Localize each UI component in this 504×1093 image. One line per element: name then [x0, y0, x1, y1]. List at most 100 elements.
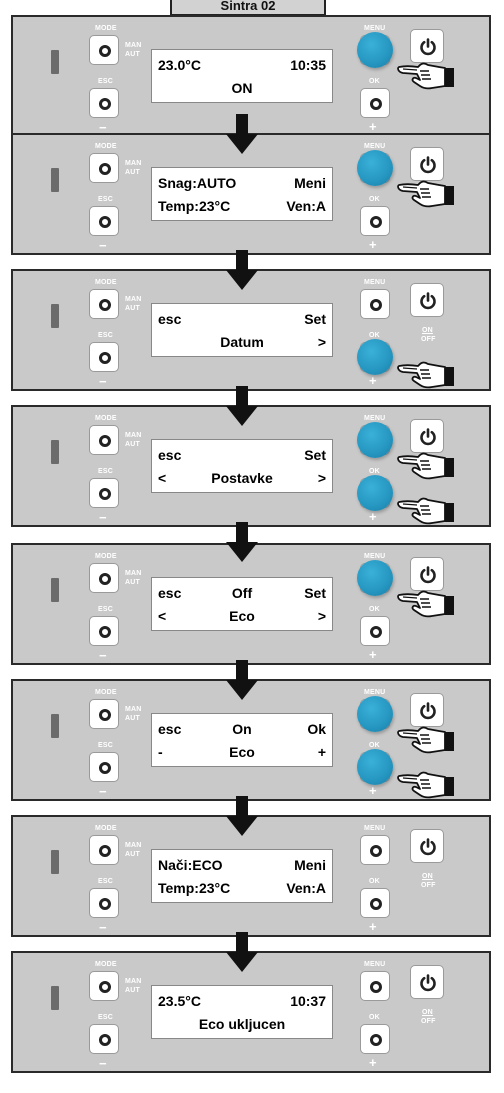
- esc-button[interactable]: [89, 206, 119, 236]
- power-button[interactable]: [410, 693, 444, 727]
- esc-button[interactable]: [89, 342, 119, 372]
- mode-label: MODE: [95, 279, 117, 286]
- mode-label: MODE: [95, 961, 117, 968]
- display-text: Meni: [294, 857, 326, 873]
- mode-label: MODE: [95, 553, 117, 560]
- esc-button[interactable]: [89, 1024, 119, 1054]
- minus-label: −: [99, 374, 107, 389]
- display-text: Ven:A: [286, 880, 326, 896]
- minus-label: −: [99, 648, 107, 663]
- down-arrow-icon: [226, 250, 258, 295]
- pointing-hand-icon: [395, 356, 457, 395]
- display-text: Meni: [294, 175, 326, 191]
- display-text: >: [317, 608, 326, 624]
- down-arrow-icon: [226, 522, 258, 567]
- mode-button[interactable]: [89, 35, 119, 65]
- mode-label: MODE: [95, 689, 117, 696]
- aut-label: AUT: [125, 579, 140, 586]
- pointing-hand-icon: [395, 57, 457, 96]
- power-button[interactable]: [410, 29, 444, 63]
- power-button[interactable]: [410, 965, 444, 999]
- esc-label: ESC: [98, 332, 113, 339]
- esc-button[interactable]: [89, 752, 119, 782]
- esc-button[interactable]: [89, 888, 119, 918]
- ok-button[interactable]: [360, 1024, 390, 1054]
- pointing-hand-icon: [395, 492, 457, 531]
- display-text: Set: [304, 585, 326, 601]
- display-text: Datum: [220, 334, 264, 350]
- esc-button[interactable]: [89, 88, 119, 118]
- power-button[interactable]: [410, 419, 444, 453]
- mode-button[interactable]: [89, 289, 119, 319]
- ok-button[interactable]: [360, 206, 390, 236]
- ok-button[interactable]: [360, 888, 390, 918]
- plus-label: +: [369, 373, 377, 388]
- aut-label: AUT: [125, 51, 140, 58]
- on-label: ON: [422, 1009, 433, 1016]
- mode-button[interactable]: [89, 699, 119, 729]
- device-title: Sintra 02: [170, 0, 326, 16]
- display-text: >: [317, 334, 326, 350]
- display-text: Snag:AUTO: [158, 175, 237, 191]
- on-label: ON: [422, 873, 433, 880]
- display-text: 23.5°C: [158, 993, 201, 1009]
- mode-label: MODE: [95, 143, 117, 150]
- display-text: Off: [231, 585, 253, 601]
- display-text: 10:35: [290, 57, 326, 73]
- minus-label: −: [99, 120, 107, 135]
- display-text: +: [317, 744, 326, 760]
- menu-press-indicator: [357, 32, 393, 68]
- display-row-2: Eco<>: [158, 608, 326, 626]
- mode-button[interactable]: [89, 835, 119, 865]
- esc-button[interactable]: [89, 616, 119, 646]
- status-led: [51, 304, 59, 328]
- display-row-2: Eco-+: [158, 744, 326, 762]
- mode-button[interactable]: [89, 425, 119, 455]
- ok-button[interactable]: [360, 616, 390, 646]
- power-button[interactable]: [410, 283, 444, 317]
- mode-button[interactable]: [89, 153, 119, 183]
- menu-button[interactable]: [360, 835, 390, 865]
- menu-label: MENU: [364, 689, 386, 696]
- ok-label: OK: [369, 878, 380, 885]
- status-led: [51, 714, 59, 738]
- ok-label: OK: [369, 742, 380, 749]
- display-text: esc: [158, 311, 182, 327]
- power-button[interactable]: [410, 147, 444, 181]
- display-text: Postavke: [211, 470, 273, 486]
- minus-label: −: [99, 920, 107, 935]
- display-row-2: ON: [158, 80, 326, 98]
- ok-button[interactable]: [360, 88, 390, 118]
- esc-button[interactable]: [89, 478, 119, 508]
- power-button[interactable]: [410, 829, 444, 863]
- esc-label: ESC: [98, 196, 113, 203]
- display-text: ON: [231, 80, 253, 96]
- minus-label: −: [99, 1056, 107, 1071]
- display-row-1: Nači:ECO Meni: [158, 857, 326, 875]
- mode-button[interactable]: [89, 563, 119, 593]
- menu-button[interactable]: [360, 971, 390, 1001]
- menu-label: MENU: [364, 825, 386, 832]
- mode-button[interactable]: [89, 971, 119, 1001]
- display-text: Nači:ECO: [158, 857, 223, 873]
- display-text: Ok: [307, 721, 326, 737]
- power-button[interactable]: [410, 557, 444, 591]
- off-label: OFF: [421, 336, 436, 343]
- display-text: esc: [158, 447, 182, 463]
- display-text: <: [158, 608, 167, 624]
- menu-label: MENU: [364, 25, 386, 32]
- down-arrow-icon: [226, 386, 258, 431]
- menu-press-indicator: [357, 150, 393, 186]
- menu-button[interactable]: [360, 289, 390, 319]
- pointing-hand-icon: [395, 175, 457, 214]
